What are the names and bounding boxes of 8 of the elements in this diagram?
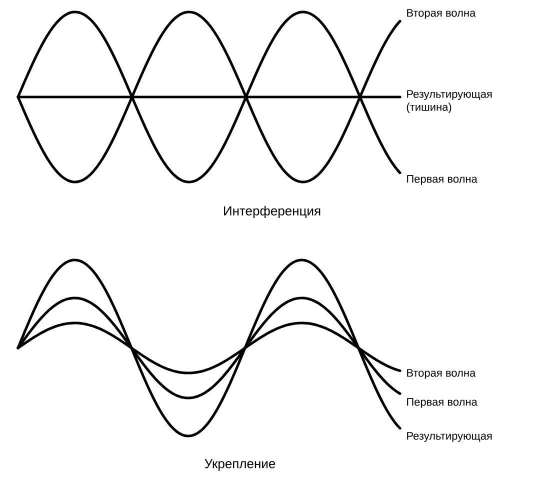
panel-caption: Укрепление (204, 459, 276, 471)
wave-label: Вторая волна (407, 369, 476, 379)
wave-label: Первая волна (407, 175, 478, 185)
wave-label: Результирующая (тишина) (406, 90, 492, 114)
wave-label: Результирующая (407, 432, 492, 442)
panel-caption: Интерференция (224, 206, 320, 218)
wave-label: Первая волна (407, 398, 478, 408)
wave-label: Вторая волна (407, 9, 476, 19)
